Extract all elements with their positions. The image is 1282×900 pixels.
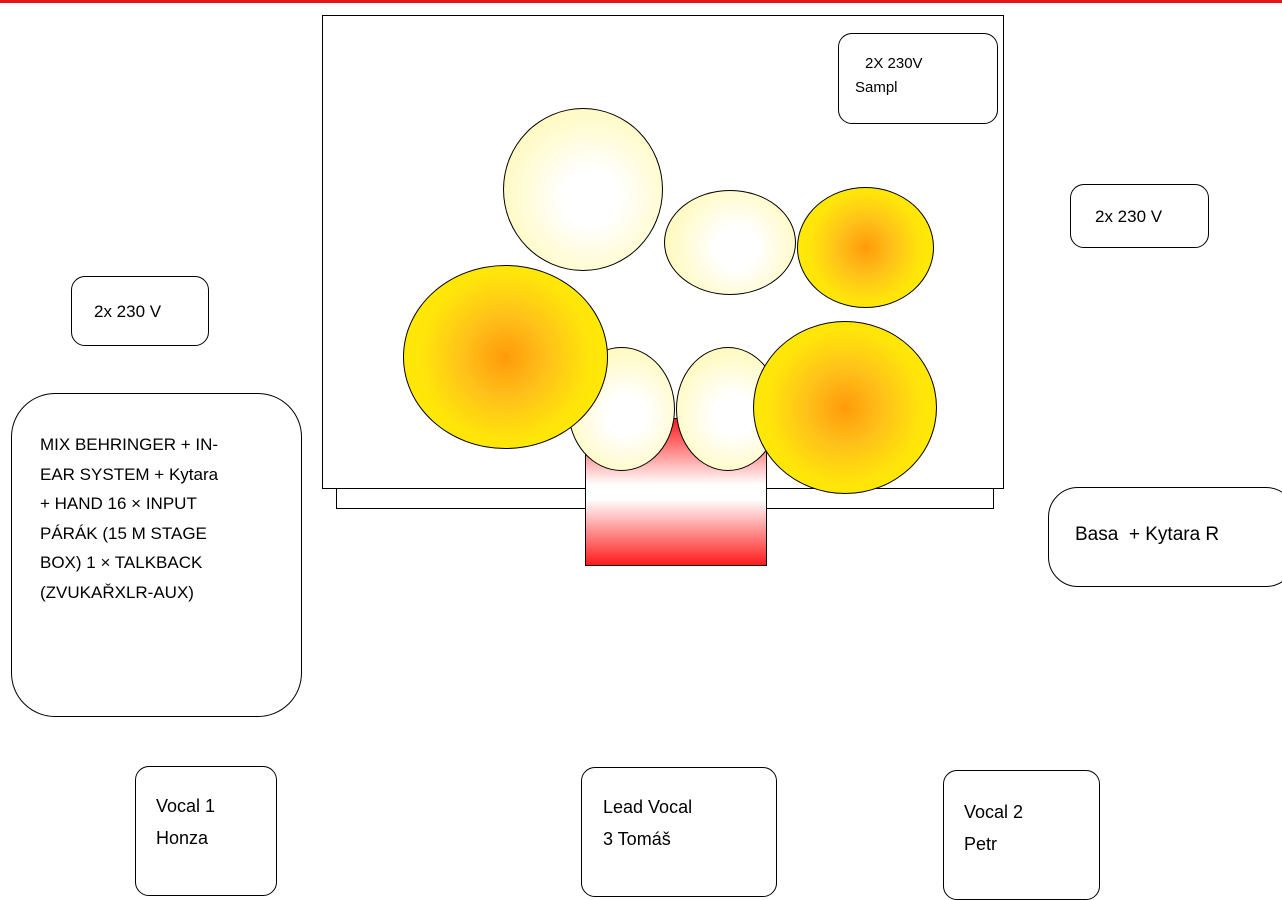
bass-guitar-label: Basa + Kytara R [1075, 524, 1220, 545]
cymbal-right-large [753, 321, 937, 494]
sampl-power-box: 2X 230V Sampl [838, 33, 998, 124]
sampl-power-label: 2X 230V Sampl [855, 55, 923, 96]
vocal2-box: Vocal 2 Petr [943, 770, 1100, 900]
left-power-box: 2x 230 V [71, 276, 209, 346]
left-power-label: 2x 230 V [94, 302, 162, 321]
right-power-label: 2x 230 V [1095, 207, 1163, 226]
tom-2 [664, 190, 796, 295]
lead-vocal-label: Lead Vocal 3 Tomáš [603, 797, 693, 849]
tom-1 [503, 108, 663, 271]
cymbal-left-large [403, 265, 608, 449]
vocal1-label: Vocal 1 Honza [156, 796, 216, 848]
mixer-label: MIX BEHRINGER + IN- EAR SYSTEM + Kytara … [40, 435, 219, 602]
cymbal-right-small [797, 187, 934, 308]
mixer-box: MIX BEHRINGER + IN- EAR SYSTEM + Kytara … [11, 393, 302, 717]
lead-vocal-box: Lead Vocal 3 Tomáš [581, 767, 777, 897]
bass-guitar-box: Basa + Kytara R [1048, 487, 1282, 587]
vocal1-box: Vocal 1 Honza [135, 766, 277, 896]
top-red-rule [0, 0, 1282, 3]
right-power-box: 2x 230 V [1070, 184, 1209, 248]
vocal2-label: Vocal 2 Petr [964, 802, 1024, 854]
